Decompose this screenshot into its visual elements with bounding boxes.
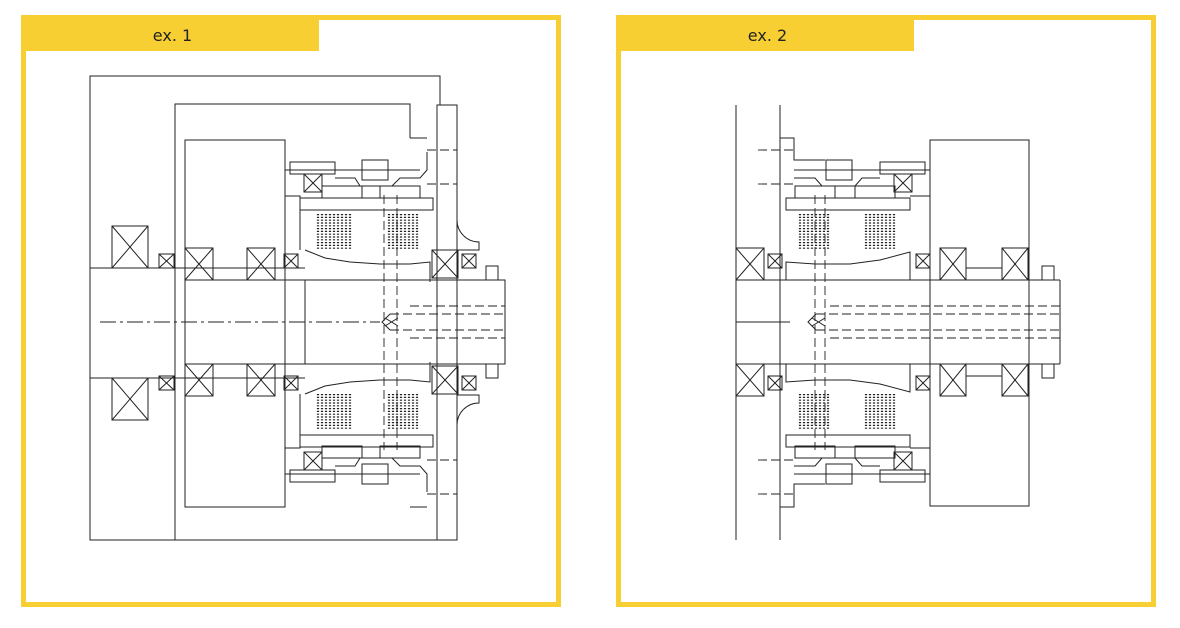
example-2-label: ex. 2 bbox=[621, 20, 914, 51]
example-1-label: ex. 1 bbox=[26, 20, 319, 51]
example-2-panel: ex. 2 bbox=[616, 15, 1156, 607]
example-1-panel: ex. 1 bbox=[21, 15, 561, 607]
example-1-drawing bbox=[26, 20, 556, 602]
example-2-drawing bbox=[621, 20, 1151, 602]
